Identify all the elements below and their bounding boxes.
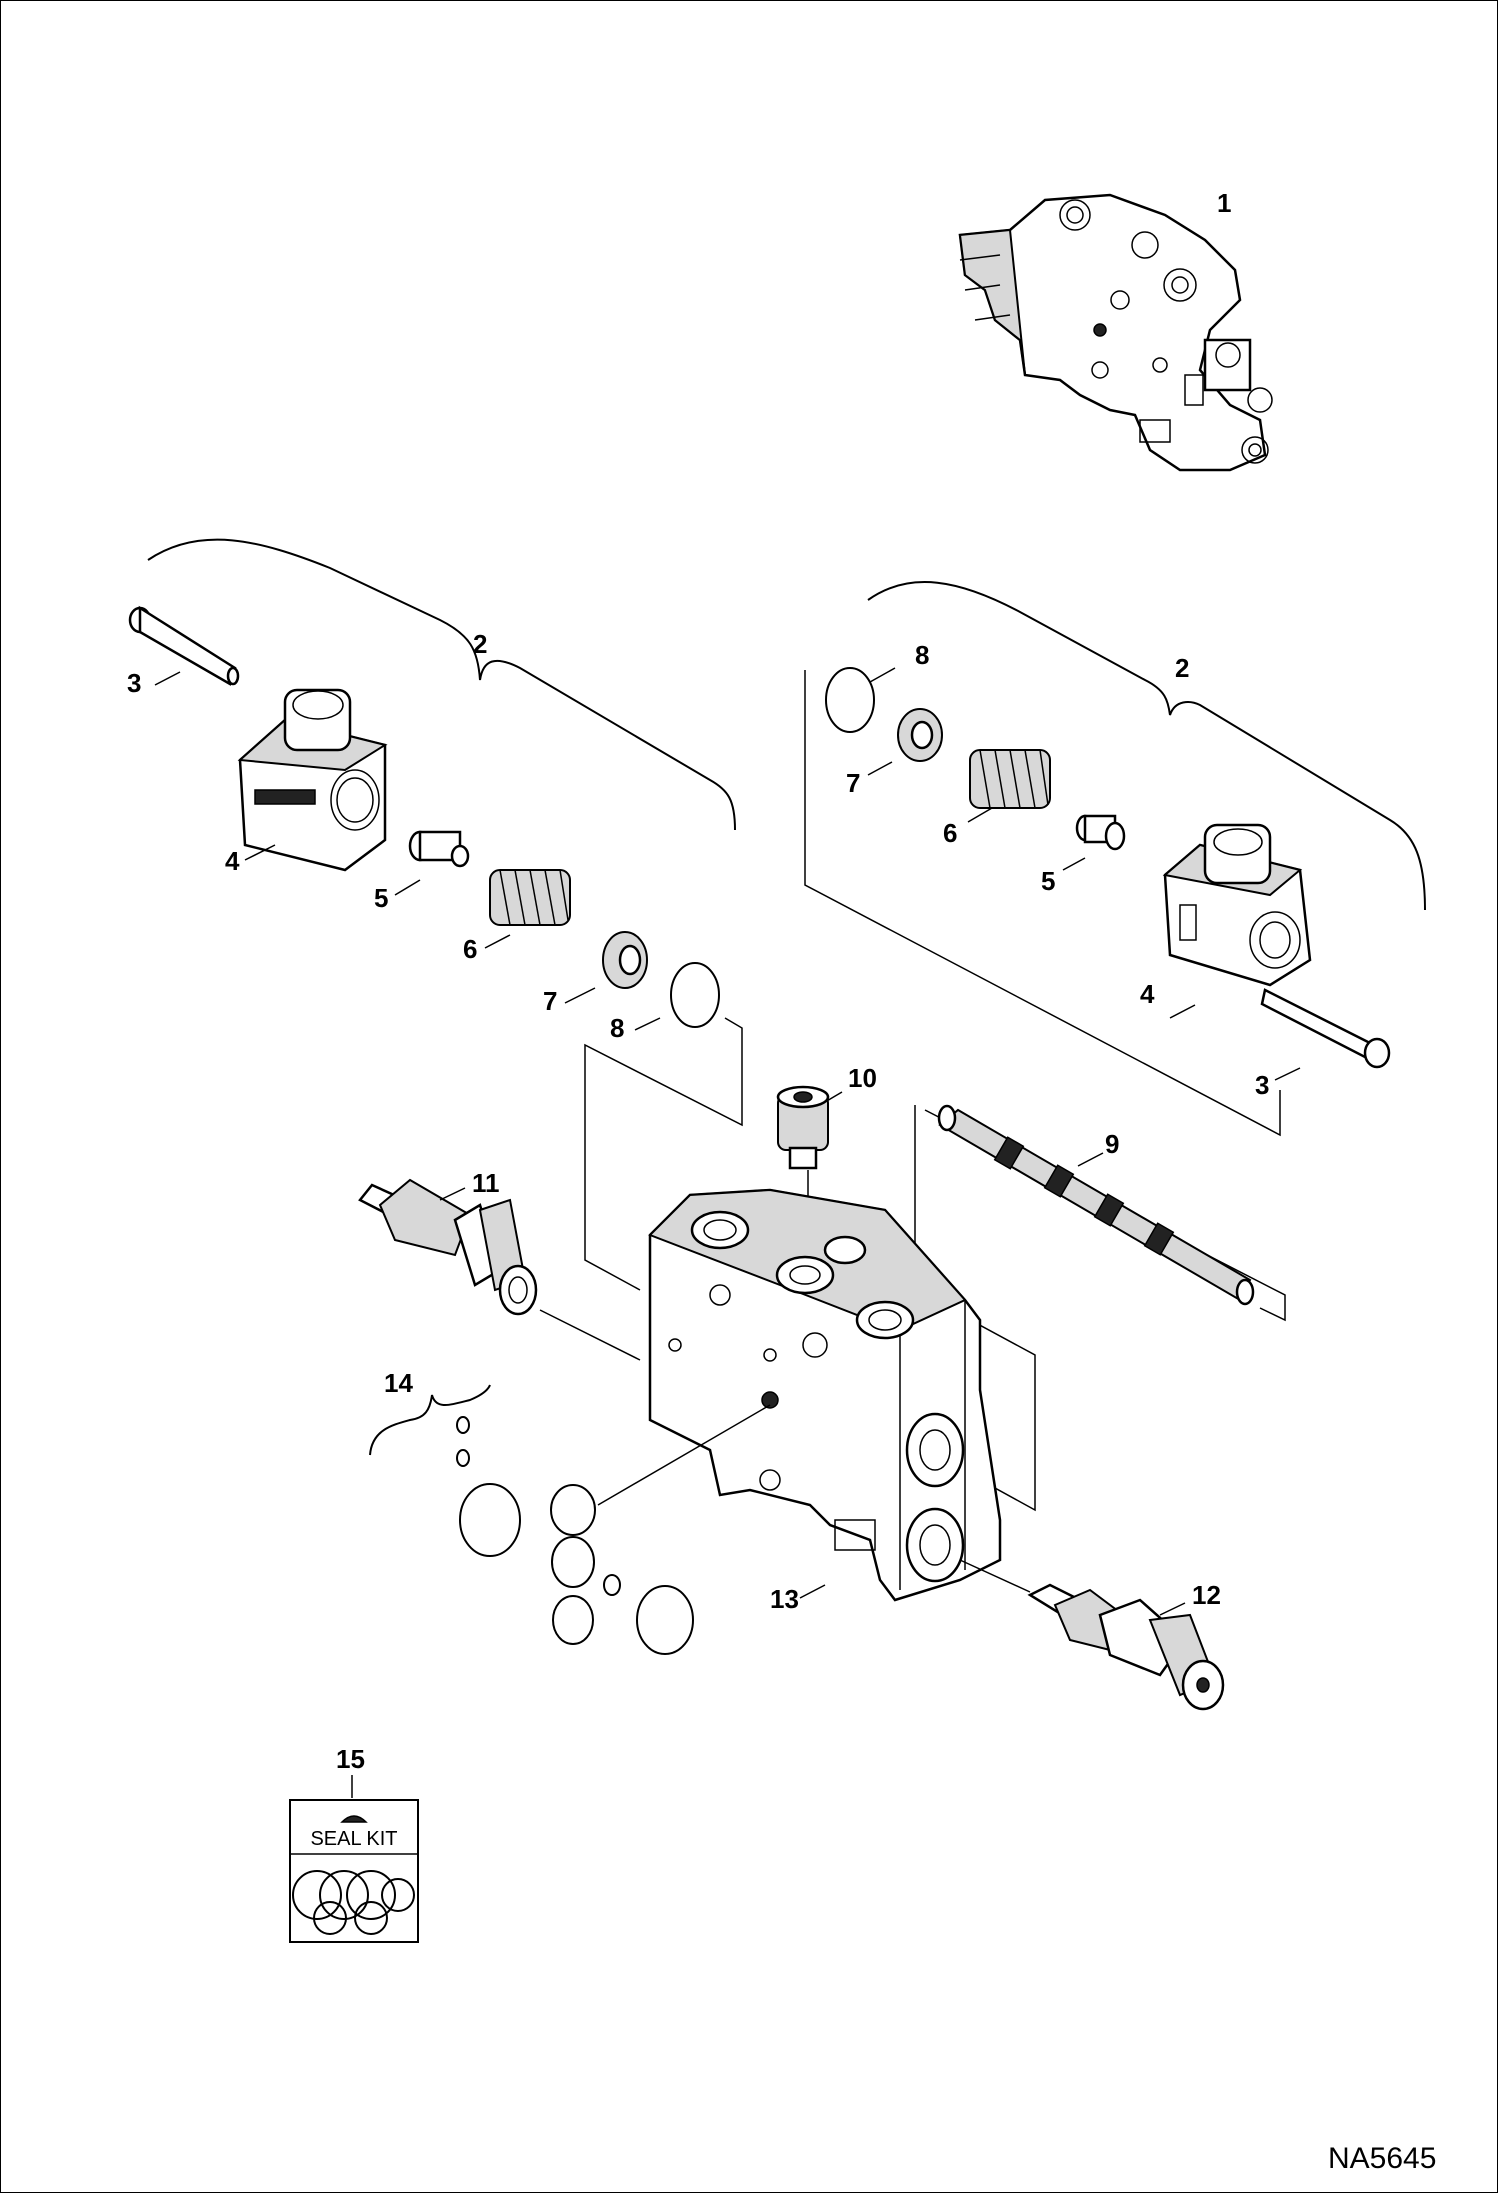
bolt-illustration-left	[128, 605, 240, 686]
callout-6-left: 6	[463, 934, 477, 964]
bolt-illustration-right	[1260, 988, 1391, 1069]
callout-7-right: 7	[846, 768, 860, 798]
washer-illustration-left	[602, 931, 648, 989]
o-ring-illustration-right	[825, 667, 875, 733]
spool-illustration	[937, 1104, 1255, 1306]
poppet-illustration-left	[408, 830, 470, 868]
callout-8-left: 8	[610, 1013, 624, 1043]
callout-3-right: 3	[1255, 1070, 1269, 1100]
callout-5-left: 5	[374, 883, 388, 913]
callout-11: 11	[472, 1168, 500, 1198]
callout-2-right: 2	[1175, 653, 1189, 683]
callout-15: 15	[336, 1744, 365, 1774]
figure-reference-code: NA5645	[1328, 2142, 1437, 2175]
washer-illustration-right	[897, 708, 943, 762]
callout-2-left: 2	[473, 629, 487, 659]
callout-7-left: 7	[543, 986, 557, 1016]
callout-9: 9	[1105, 1129, 1119, 1159]
end-cap-illustration-right	[1162, 823, 1312, 987]
poppet-illustration-right	[1075, 814, 1126, 851]
seal-set-illustration	[456, 1404, 771, 1655]
callout-4-left: 4	[225, 846, 240, 876]
o-ring-illustration-left	[670, 962, 720, 1028]
callout-5-right: 5	[1041, 866, 1055, 896]
left-group-bracket	[147, 538, 736, 831]
callout-13: 13	[770, 1584, 799, 1614]
seal-kit-label: SEAL KIT	[310, 1828, 397, 1850]
callout-4-right: 4	[1140, 979, 1155, 1009]
right-group-bracket	[867, 581, 1426, 911]
callout-10: 10	[848, 1063, 877, 1093]
seal-group-bracket	[369, 1384, 491, 1456]
valve-body-illustration	[648, 1188, 1002, 1602]
spring-illustration-right	[969, 749, 1051, 809]
relief-valve-illustration-right	[959, 1559, 1225, 1711]
plug-illustration	[776, 1085, 830, 1245]
end-cap-illustration-left	[237, 688, 388, 872]
callout-8-right: 8	[915, 640, 929, 670]
relief-valve-illustration-left	[358, 1178, 641, 1361]
seal-kit-illustration: SEAL KIT	[289, 1799, 419, 1943]
callout-14: 14	[384, 1368, 413, 1398]
spring-illustration-left	[489, 869, 571, 926]
callout-3-left: 3	[127, 668, 141, 698]
callout-1: 1	[1217, 188, 1231, 218]
valve-section-assembly-illustration	[958, 193, 1273, 472]
callout-6-right: 6	[943, 818, 957, 848]
callout-12: 12	[1192, 1580, 1221, 1610]
